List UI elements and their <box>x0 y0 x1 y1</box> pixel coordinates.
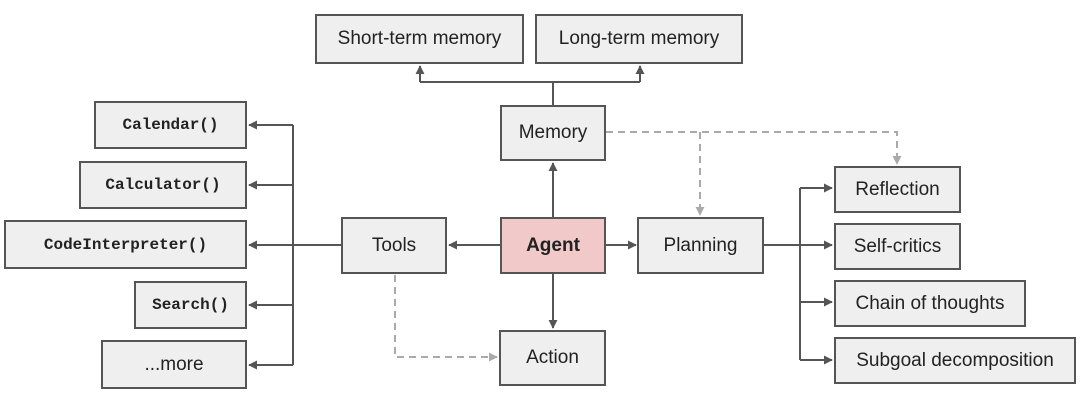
more-tools-node: ...more <box>101 340 247 389</box>
search-tool-node: Search() <box>134 281 247 329</box>
code-interpreter-tool-node: CodeInterpreter() <box>4 220 247 269</box>
memory-node: Memory <box>500 105 606 161</box>
planning-node: Planning <box>637 217 764 274</box>
edge-tools-action-dashed <box>394 275 498 362</box>
reflection-node: Reflection <box>834 166 961 213</box>
action-node: Action <box>499 330 606 386</box>
calculator-tool-node: Calculator() <box>79 161 247 209</box>
short-term-memory-node: Short-term memory <box>315 14 524 64</box>
calendar-tool-node: Calendar() <box>94 101 247 149</box>
agent-node: Agent <box>500 217 606 274</box>
edge-memory-split <box>420 81 640 105</box>
edge-memory-dashed <box>606 131 902 165</box>
long-term-memory-node: Long-term memory <box>535 14 743 64</box>
tools-node: Tools <box>341 217 447 274</box>
chain-of-thoughts-node: Chain of thoughts <box>834 280 1026 327</box>
subgoal-decomposition-node: Subgoal decomposition <box>834 337 1076 384</box>
self-critics-node: Self-critics <box>834 223 961 270</box>
